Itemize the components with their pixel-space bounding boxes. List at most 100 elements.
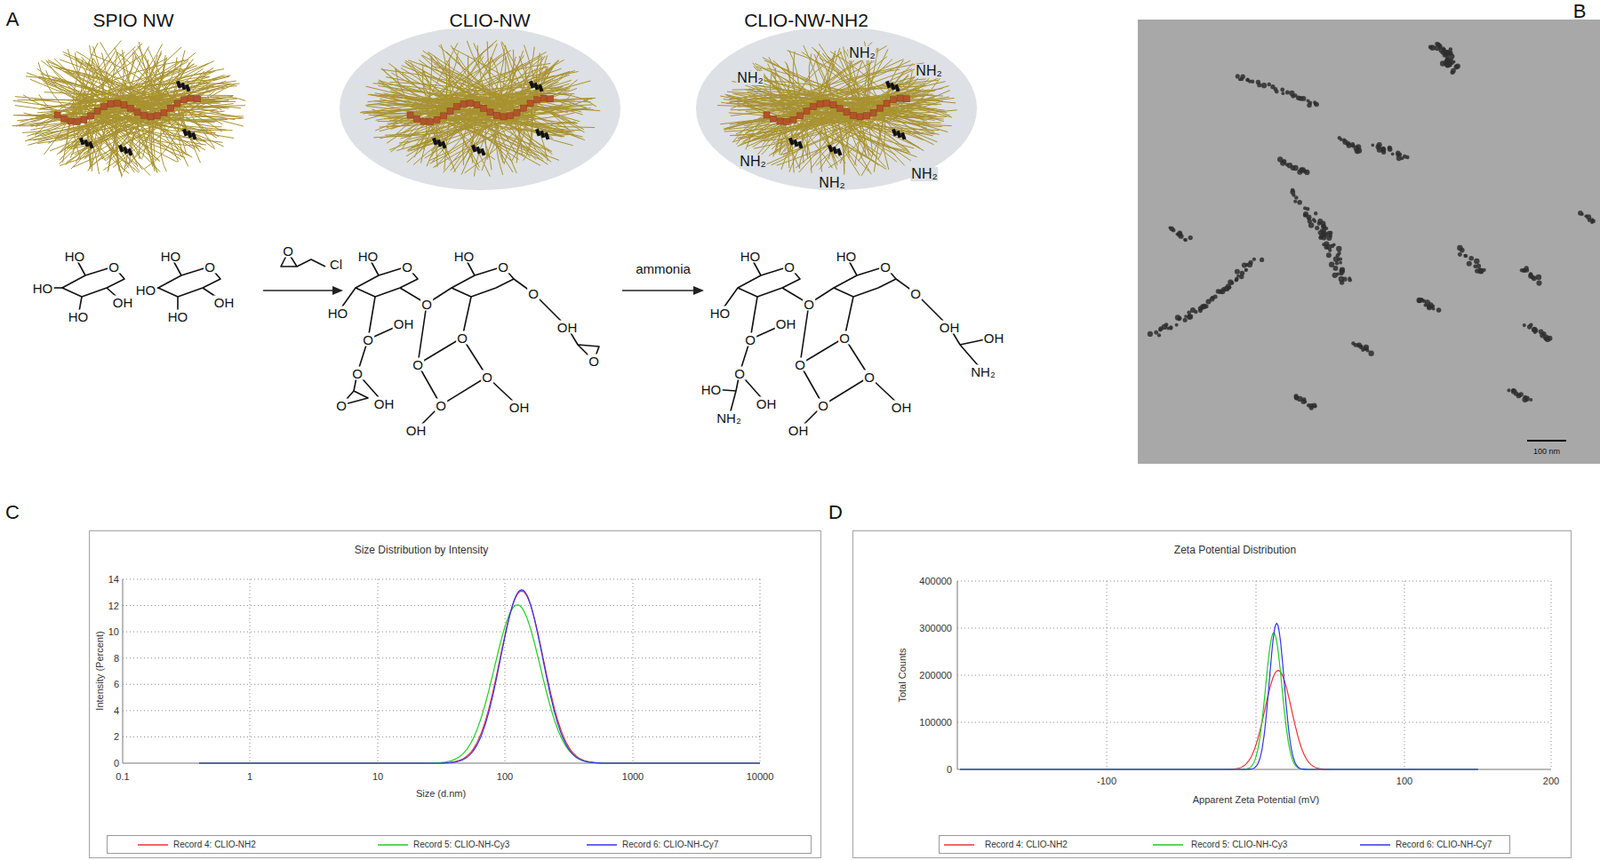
chart-frame: Zeta Potential Distribution bbox=[852, 530, 1572, 859]
chemical-bond bbox=[513, 279, 578, 345]
atom-label: O bbox=[496, 260, 510, 274]
nanoparticle-dot bbox=[1338, 256, 1343, 261]
iron-oxide-core bbox=[74, 119, 81, 126]
tick-label: 0 bbox=[946, 765, 952, 776]
axis-line bbox=[957, 581, 959, 770]
nanoparticle-dot bbox=[1457, 252, 1463, 257]
atom-label: O bbox=[733, 367, 746, 381]
grid-line bbox=[122, 578, 760, 580]
dextran-strand bbox=[100, 115, 128, 164]
dextran-strand bbox=[779, 97, 914, 149]
nanoparticle-dot bbox=[1188, 235, 1193, 240]
iron-oxide-core bbox=[877, 104, 884, 112]
nanoparticle-dot bbox=[1296, 200, 1303, 206]
nanoparticle-dot bbox=[1444, 53, 1449, 58]
nanoparticle-dot bbox=[1376, 142, 1383, 148]
nanoparticle-dot bbox=[1524, 396, 1530, 402]
nanoparticle-dot bbox=[1244, 268, 1248, 272]
cartoon-title: SPIO NW bbox=[91, 10, 175, 30]
iron-oxide-core bbox=[147, 113, 154, 120]
dextran-strand bbox=[501, 117, 551, 152]
iron-oxide-core bbox=[896, 95, 904, 102]
nanoparticle-dot bbox=[1338, 261, 1343, 265]
nanoparticle-dot bbox=[1312, 217, 1316, 222]
dextran-strand bbox=[808, 106, 909, 153]
nanoparticle-dot bbox=[1524, 268, 1529, 273]
dextran-strand bbox=[89, 118, 147, 168]
dextran-strand bbox=[115, 96, 219, 138]
nanoparticle-dot bbox=[1506, 388, 1511, 392]
nanoparticle-dot bbox=[1428, 45, 1433, 50]
nanoparticle-dot bbox=[1307, 216, 1312, 221]
nanoparticle-dot bbox=[1468, 256, 1474, 262]
grid-line bbox=[957, 628, 1552, 630]
atom-label: O bbox=[411, 358, 424, 372]
atom-label: O bbox=[863, 370, 876, 384]
atom-label: O bbox=[816, 399, 830, 413]
iron-oxide-core bbox=[534, 96, 541, 104]
atom-label: O bbox=[456, 331, 469, 345]
atom-label: OH bbox=[890, 400, 913, 415]
amine-label: NH₂ bbox=[910, 167, 938, 182]
nanoparticle-dot bbox=[1464, 254, 1468, 258]
dextran-strand bbox=[94, 62, 179, 119]
iron-oxide-core bbox=[494, 112, 501, 119]
atom-label: HO bbox=[709, 306, 732, 320]
legend-text: Record 6: CLIO-NH-Cy7 bbox=[622, 840, 719, 850]
nanoparticle-dot bbox=[1213, 294, 1218, 299]
dextran-strand bbox=[173, 99, 201, 163]
nanoparticle-dot bbox=[1234, 269, 1240, 275]
nanoparticle-dot bbox=[1350, 142, 1355, 147]
tick-label: 1000 bbox=[622, 772, 644, 783]
nanoparticle-marker bbox=[836, 148, 842, 157]
tick-label: 8 bbox=[113, 653, 120, 664]
grid-line bbox=[377, 579, 379, 764]
chemical-bond bbox=[800, 296, 854, 365]
legend-line-sample bbox=[944, 840, 975, 850]
nanoparticle-dot bbox=[1320, 234, 1327, 240]
nanoparticle-dot bbox=[1544, 336, 1551, 343]
dextran-strand bbox=[54, 58, 119, 113]
dextran-strand bbox=[160, 110, 223, 128]
dextran-strand bbox=[841, 112, 866, 157]
nanoparticle-marker bbox=[88, 141, 94, 150]
nanoparticle-dot bbox=[1300, 399, 1306, 405]
atom-label: OH bbox=[405, 424, 428, 438]
nanoparticle-marker bbox=[537, 84, 544, 93]
dextran-strand bbox=[396, 84, 520, 118]
iron-oxide-core bbox=[784, 119, 791, 126]
dextran-strand bbox=[822, 53, 875, 120]
nanoparticle-dot bbox=[1419, 297, 1424, 302]
nanoparticle-dot bbox=[1518, 392, 1524, 398]
nanoparticle-dot bbox=[1434, 45, 1441, 52]
dextran-strand bbox=[69, 40, 121, 110]
iron-oxide-core bbox=[168, 104, 175, 112]
nanoparticle-dot bbox=[1455, 63, 1461, 69]
panel-letter: A bbox=[6, 9, 20, 30]
arrow-head bbox=[332, 286, 344, 296]
nanoparticle-dot bbox=[1322, 227, 1328, 232]
grid-line bbox=[249, 579, 251, 764]
nanoparticle-dot bbox=[1591, 218, 1596, 224]
grid-line bbox=[504, 579, 506, 764]
nanoparticle-dot bbox=[1293, 200, 1297, 204]
tick-label: 4 bbox=[113, 705, 120, 716]
nanoparticle-dot bbox=[1266, 82, 1271, 87]
legend-line bbox=[1360, 844, 1391, 846]
dextran-strand bbox=[408, 60, 503, 101]
iron-oxide-core bbox=[433, 116, 440, 123]
nanoparticle-dot bbox=[1240, 271, 1246, 277]
atom-label: O bbox=[107, 260, 120, 274]
axis-title: Total Counts bbox=[897, 648, 908, 703]
nanoparticle-dot bbox=[1261, 82, 1267, 88]
atom-label: O bbox=[783, 260, 796, 274]
nanoparticle-dot bbox=[1332, 243, 1336, 248]
atom-label: O bbox=[203, 260, 216, 274]
nanoparticle-marker bbox=[480, 148, 486, 157]
nanoparticle-dot bbox=[1304, 169, 1310, 176]
atom-label: OH bbox=[508, 400, 531, 415]
nanoparticle-dot bbox=[1332, 272, 1338, 279]
nanoparticle-dot bbox=[1274, 89, 1280, 95]
tick-label: 400000 bbox=[919, 576, 952, 587]
